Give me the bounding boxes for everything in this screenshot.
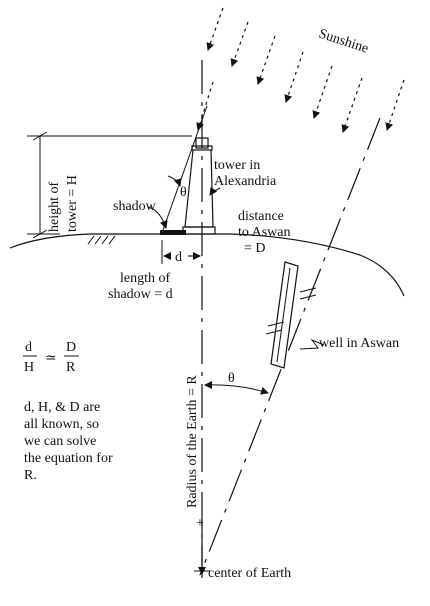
note-line4: the equation for bbox=[24, 451, 113, 466]
aswan-hatching bbox=[265, 287, 317, 335]
theta-bottom-label: θ bbox=[228, 371, 235, 386]
note-line3: we can solve bbox=[24, 434, 96, 449]
eq-num-left: d bbox=[25, 340, 32, 355]
sunshine-label: Sunshine bbox=[317, 27, 370, 57]
note-line2: all known, so bbox=[24, 417, 99, 432]
tower-pointer bbox=[209, 186, 221, 196]
eq-approx: ≃ bbox=[45, 351, 57, 366]
distance-label-line3: = D bbox=[244, 241, 266, 256]
well-pointer bbox=[299, 338, 325, 350]
ray-to-shadow-tip bbox=[162, 105, 208, 231]
ratio-equation: d H ≃ D R bbox=[23, 340, 79, 375]
radius-label: Radius of the Earth = R bbox=[185, 375, 200, 508]
eq-den-left: H bbox=[24, 360, 34, 375]
radius-line-aswan bbox=[199, 117, 381, 576]
theta-top-pointer bbox=[167, 175, 182, 187]
tower-label-line1: tower in bbox=[214, 158, 260, 173]
tower-label-line2: Alexandria bbox=[214, 174, 277, 189]
well bbox=[270, 261, 299, 369]
d-label: d bbox=[175, 250, 182, 265]
plus-mark: + bbox=[196, 516, 204, 531]
well-label: well in Aswan bbox=[319, 336, 399, 351]
note-line5: R. bbox=[24, 468, 37, 483]
length-label-line2: shadow = d bbox=[108, 287, 173, 302]
distance-label-line1: distance bbox=[238, 209, 284, 224]
note-line1: d, H, & D are bbox=[24, 400, 100, 415]
earth-surface-arc bbox=[229, 233, 405, 297]
shadow-bar bbox=[160, 230, 186, 235]
shadow-length-dimension bbox=[161, 240, 201, 264]
eq-den-right: R bbox=[66, 360, 76, 375]
height-label-line1: height of bbox=[47, 182, 62, 232]
theta-top-label: θ bbox=[180, 185, 187, 200]
theta-bottom-arc bbox=[204, 384, 269, 395]
length-label-line1: length of bbox=[120, 271, 170, 286]
height-dimension bbox=[27, 131, 192, 239]
height-label-line2: tower = H bbox=[65, 175, 80, 232]
sun-rays bbox=[196, 7, 405, 133]
tower bbox=[182, 137, 216, 235]
distance-label-line2: to Aswan bbox=[238, 225, 291, 240]
shadow-label: shadow bbox=[113, 199, 157, 214]
ground-alexandria bbox=[9, 233, 230, 249]
center-label: center of Earth bbox=[208, 566, 291, 581]
eq-num-right: D bbox=[66, 340, 76, 355]
